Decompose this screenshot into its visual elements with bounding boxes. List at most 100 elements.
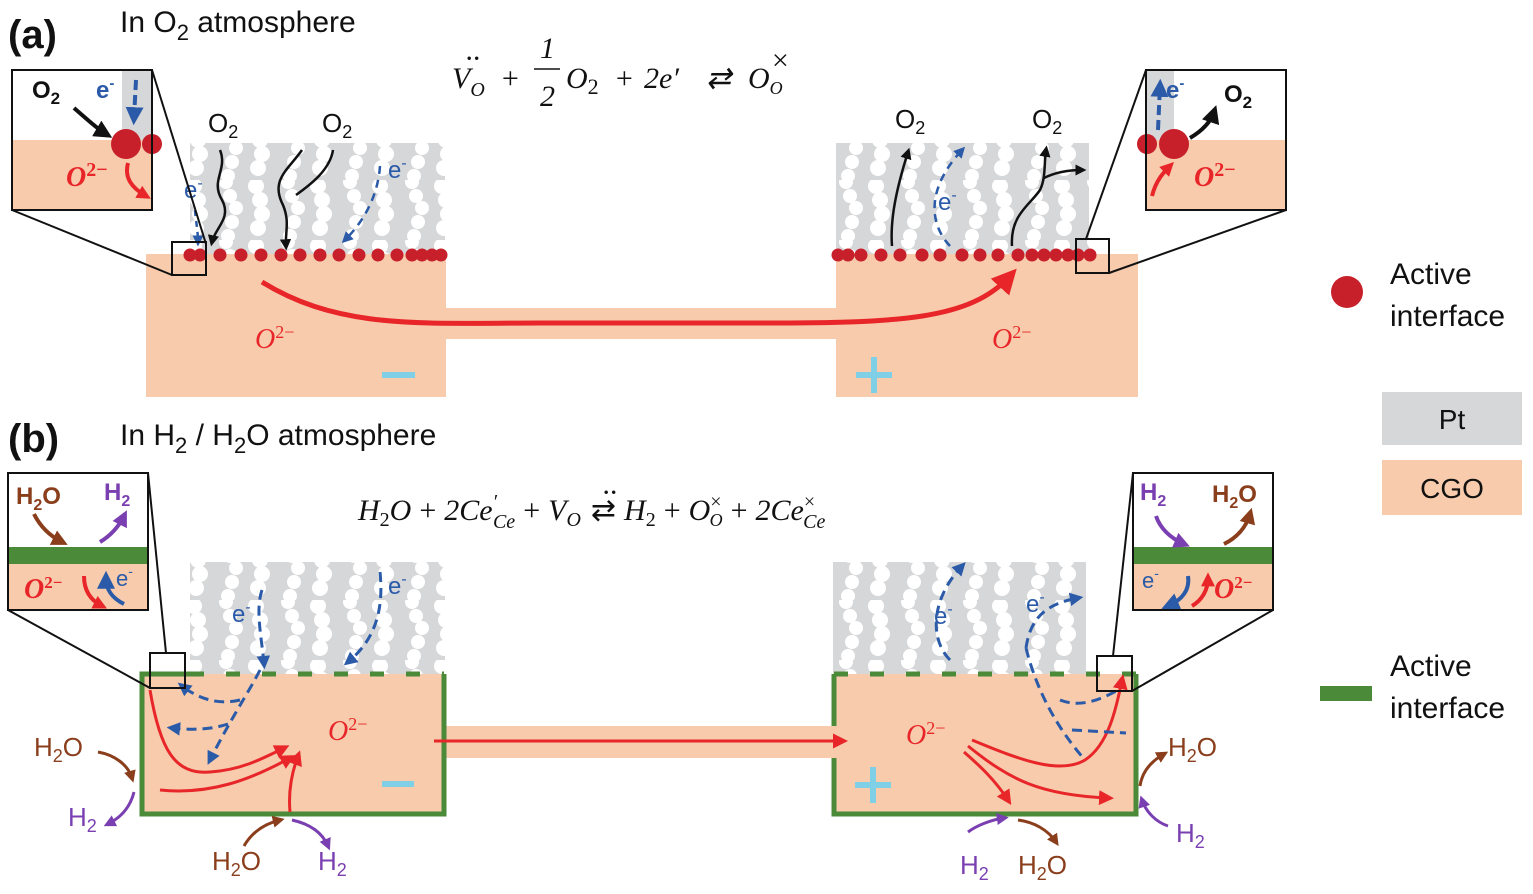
panel-a: (a) In O2 atmosphere VO ·· + 1 2 O2 + 2e… [8, 6, 1287, 397]
active-interface-dot [1061, 248, 1075, 262]
inset-left-a: O2 e- O2− [11, 69, 162, 211]
panel-b-equation: H2O+2Ce′Ce+VO⇄H2+O×O+2Ce×Ce [357, 491, 825, 533]
svg-text:1: 1 [540, 32, 555, 65]
o2-label-1-a: O2 [208, 108, 238, 142]
svg-text:+: + [500, 62, 520, 95]
active-interface-dot [991, 248, 1005, 262]
active-interface-dot [274, 248, 288, 262]
svg-text:VO: VO [452, 62, 485, 101]
o2-label-3-a: O2 [895, 104, 925, 138]
panel-b-atmosphere-title: In H2 / H2O atmosphere [120, 419, 436, 458]
ion-label-right-b: O2− [906, 718, 945, 751]
active-interface-dot [1071, 248, 1085, 262]
active-interface-dot [893, 248, 907, 262]
ion-label-left-b: O2− [328, 714, 367, 747]
zoom-marker-left-b [149, 652, 186, 689]
oxide-ion-transport-arrow-a [260, 268, 1017, 326]
active-interface-dot [415, 248, 429, 262]
plus-sign-b [855, 767, 891, 803]
svg-text:×: × [770, 44, 790, 77]
svg-text:H2: H2 [1140, 479, 1166, 510]
svg-text:··: ·· [465, 42, 480, 75]
e-label-left-a-1: e- [388, 155, 407, 184]
svg-text:H2O: H2O [1018, 850, 1067, 884]
active-interface-dot [352, 248, 366, 262]
vacancy-dots-b: ·· [602, 476, 617, 509]
legend-pt-swatch [1382, 392, 1522, 445]
legend-active-dot-line2: interface [1390, 300, 1505, 333]
svg-text:⇄: ⇄ [706, 62, 734, 95]
left-o2-incoming-arrows-a: O2 O2 e- e- [184, 108, 407, 251]
svg-text:e-: e- [1142, 565, 1159, 593]
svg-text:O2−: O2− [1194, 159, 1236, 193]
legend-active-line-icon [1320, 686, 1372, 701]
pt-electrode-left-a [190, 143, 445, 254]
cgo-left-b [142, 674, 444, 814]
active-dots-right-a [831, 248, 1097, 262]
legend-cgo-label: CGO [1420, 473, 1484, 504]
svg-text:e-: e- [1166, 75, 1184, 104]
legend-active-line-line1: Active [1390, 650, 1472, 683]
e-label-right-a: e- [938, 187, 957, 216]
active-interface-dot [371, 248, 385, 262]
right-b-gas-exchange: H2O H2 H2 H2O [960, 732, 1217, 884]
svg-text:2e′: 2e′ [644, 62, 679, 95]
svg-text:O2−: O2− [66, 159, 108, 193]
legend-active-dot-line1: Active [1390, 258, 1472, 291]
active-interface-dot [390, 248, 404, 262]
legend-active-dot-icon [1331, 276, 1363, 308]
panel-a-label: (a) [8, 13, 57, 57]
legend-cgo-swatch [1382, 460, 1522, 515]
ion-label-right-a: O2− [992, 322, 1031, 355]
active-interface-dot [854, 248, 868, 262]
svg-text:H2: H2 [1176, 818, 1205, 852]
svg-text:e-: e- [96, 75, 114, 104]
svg-text:H2O: H2O [1212, 481, 1257, 512]
pt-electrode-right-a [836, 143, 1089, 254]
inset-right-a: e- O2 O2− [1137, 69, 1287, 211]
active-interface-dot [234, 248, 248, 262]
active-interface-dot [1025, 248, 1039, 262]
panel-a-cgo [146, 254, 1138, 397]
active-interface-dot [332, 248, 346, 262]
svg-text:+: + [614, 62, 634, 95]
ion-label-left-a: O2− [255, 322, 294, 355]
inset-left-b: H2O H2 O2− e- [7, 472, 149, 611]
svg-text:H2O: H2O [212, 846, 261, 880]
active-interface-dot [254, 248, 268, 262]
active-interface-dot [213, 248, 227, 262]
svg-text:H2O: H2O [1168, 732, 1217, 766]
zoom-marker-right-b [1096, 655, 1133, 692]
legend-active-line-line2: interface [1390, 692, 1505, 725]
svg-text:O2−: O2− [1214, 573, 1252, 605]
svg-text:H2O: H2O [34, 732, 83, 766]
svg-text:O2: O2 [566, 62, 599, 99]
o2-label-2-a: O2 [322, 108, 352, 142]
pt-electrode-left-b [190, 562, 445, 675]
active-interface-dot [1011, 248, 1025, 262]
active-interface-dot [915, 248, 929, 262]
active-dots-left-a [183, 248, 448, 262]
e-label-left-b-1: e- [232, 599, 251, 628]
e-label-right-b-1: e- [934, 601, 953, 630]
legend-pt-label: Pt [1439, 404, 1466, 435]
svg-text:H2: H2 [104, 479, 130, 510]
active-interface-border-left-b [139, 671, 447, 817]
active-interface-dot [831, 248, 845, 262]
pt-electrode-right-b [833, 562, 1086, 675]
active-interface-dot [955, 248, 969, 262]
active-interface-dot [1049, 248, 1063, 262]
active-interface-dot [313, 248, 327, 262]
active-interface-dot [193, 248, 207, 262]
zoom-marker-left-a [171, 241, 207, 276]
active-interface-dot [1037, 248, 1051, 262]
panel-b-label: (b) [8, 417, 59, 461]
zoom-marker-right-a [1075, 238, 1110, 274]
active-interface-dot [841, 248, 855, 262]
active-interface-dot [425, 248, 439, 262]
active-interface-dot [933, 248, 947, 262]
right-b-ion-arrows [934, 562, 1128, 806]
active-interface-border-right-b [831, 671, 1139, 817]
panel-b: (b) In H2 / H2O atmosphere H2O+2Ce′Ce+VO… [7, 417, 1274, 884]
